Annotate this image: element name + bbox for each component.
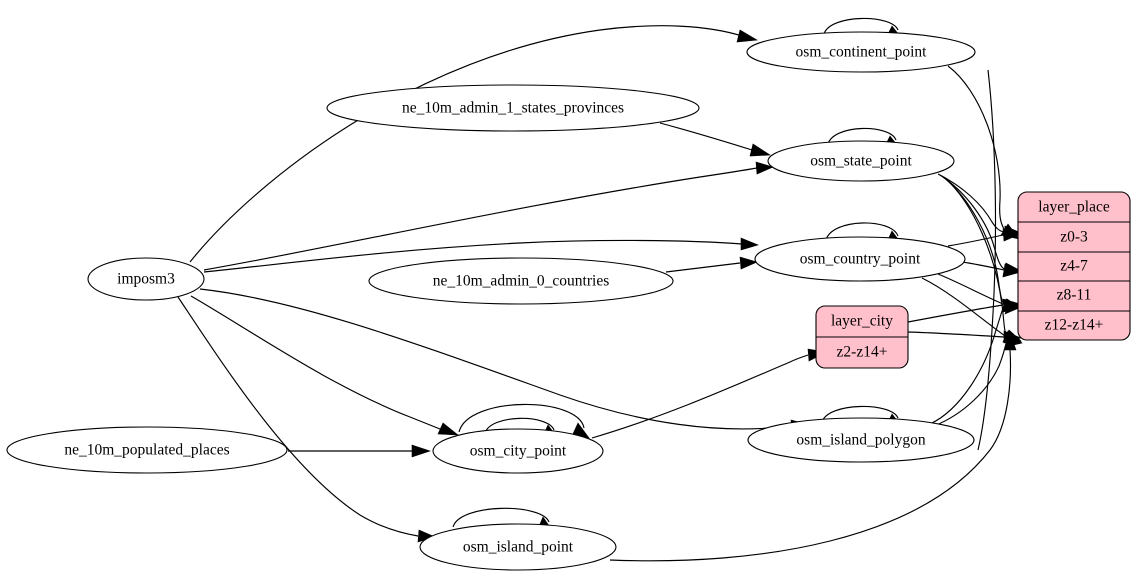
node-osm-continent-point[interactable]: osm_continent_point — [746, 31, 976, 73]
edge-osm-continent-point-to-layer-place-z0-3 — [947, 65, 1020, 240]
edge-osm-island-point-to-layer-place-z12-z14 — [609, 332, 1017, 562]
node-osm-island-point[interactable]: osm_island_point — [419, 523, 617, 571]
record-layer-city-title: layer_city — [831, 313, 893, 330]
node-ne-states-label: ne_10m_admin_1_states_provinces — [402, 100, 624, 117]
node-osm-country-point-label: osm_country_point — [800, 251, 921, 268]
edge-imposm3-to-osm-state-point — [203, 161, 774, 271]
edge-imposm3-to-osm-island-polygon — [199, 288, 808, 433]
edge-ne-countries-to-osm-country-point — [665, 256, 758, 273]
edge-osm-state-point-to-layer-place-z8-11 — [941, 175, 1022, 313]
node-ne-populated-label: ne_10m_populated_places — [64, 442, 229, 459]
node-imposm3-label: imposm3 — [117, 271, 175, 288]
record-layer-place-row-z8-11[interactable]: z8-11 — [1057, 287, 1092, 304]
edge-imposm3-to-osm-island-point — [177, 296, 436, 543]
edge-layer — [177, 17, 1023, 562]
record-layer-place-title: layer_place — [1038, 199, 1110, 216]
edge-imposm3-to-osm-continent-point — [189, 25, 758, 263]
node-osm-city-point[interactable]: osm_city_point — [432, 428, 604, 474]
edge-imposm3-to-osm-country-point — [203, 237, 759, 273]
record-node-layer-city[interactable]: layer_city z2-z14+ — [815, 305, 909, 369]
edge-osm-country-point-to-layer-place-z0-3 — [947, 228, 1021, 247]
record-layer-place-row-z0-3[interactable]: z0-3 — [1060, 229, 1088, 246]
node-layer: imposm3 ne_10m_admin_1_states_provinces … — [6, 31, 976, 571]
node-osm-country-point[interactable]: osm_country_point — [754, 236, 966, 282]
record-node-layer-place[interactable]: layer_place z0-3 z4-7 z8-11 z12-z14+ — [1017, 191, 1131, 341]
edge-layer-city-to-layer-place-z12-z14 — [907, 330, 1022, 344]
record-layer-place-row-z12-z14[interactable]: z12-z14+ — [1045, 317, 1104, 334]
node-osm-state-point[interactable]: osm_state_point — [767, 140, 955, 182]
node-ne-10m-admin-1-states-provinces[interactable]: ne_10m_admin_1_states_provinces — [326, 84, 700, 132]
node-ne-10m-populated-places[interactable]: ne_10m_populated_places — [6, 426, 288, 474]
edge-osm-island-polygon-to-layer-place-z8-11 — [929, 302, 1022, 425]
node-osm-island-polygon[interactable]: osm_island_polygon — [747, 417, 975, 463]
node-osm-island-point-label: osm_island_point — [463, 539, 574, 556]
node-osm-city-point-label: osm_city_point — [470, 443, 567, 460]
node-osm-continent-point-label: osm_continent_point — [796, 44, 928, 61]
record-layer-city-row-z2-z14[interactable]: z2-z14+ — [837, 344, 888, 361]
node-osm-island-polygon-label: osm_island_polygon — [796, 432, 925, 449]
edge-continent-passthrough-line — [977, 69, 997, 451]
edge-osm-country-point-to-layer-place-z4-7 — [961, 261, 1022, 278]
record-layer: layer_place z0-3 z4-7 z8-11 z12-z14+ lay… — [815, 191, 1131, 369]
edge-ne-populated-to-osm-city-point — [288, 444, 431, 458]
node-osm-state-point-label: osm_state_point — [810, 153, 912, 170]
node-imposm3[interactable]: imposm3 — [87, 257, 205, 301]
edge-imposm3-to-osm-city-point — [190, 295, 459, 436]
node-ne-10m-admin-0-countries[interactable]: ne_10m_admin_0_countries — [368, 257, 674, 305]
node-ne-countries-label: ne_10m_admin_0_countries — [433, 273, 610, 290]
edge-ne-states-to-osm-state-point — [659, 122, 771, 157]
record-layer-place-row-z4-7[interactable]: z4-7 — [1060, 258, 1088, 275]
